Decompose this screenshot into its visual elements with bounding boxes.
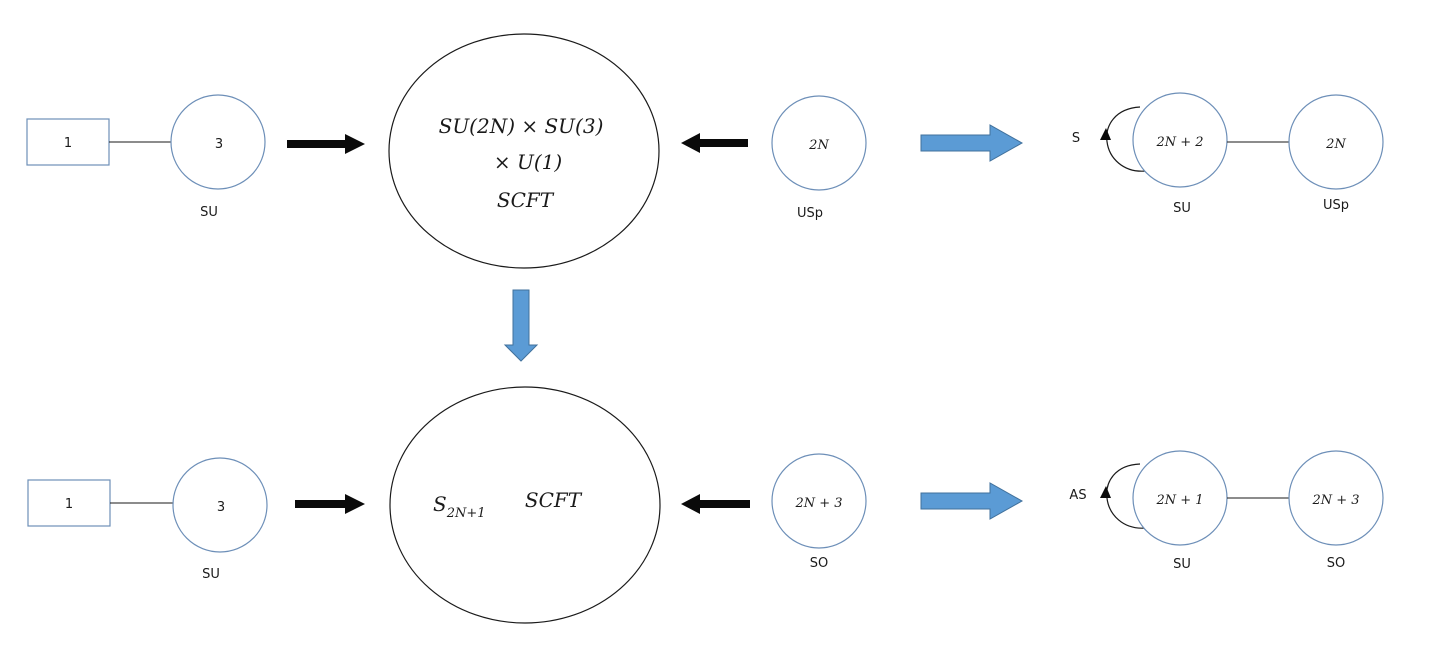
- top-su-node: [170, 94, 266, 190]
- bottom-su-group-label: SU: [202, 567, 220, 582]
- top-result-quiver: S 2N + 2 SU 2N USp: [1072, 92, 1384, 216]
- top-scft-line2: × U(1): [494, 150, 562, 174]
- top-result-su-node-label: 2N + 2: [1155, 135, 1203, 150]
- top-result-su-node: [1132, 92, 1228, 188]
- top-flavor-box-label: 1: [64, 136, 72, 151]
- bottom-so-node-label: 2N + 3: [794, 496, 842, 511]
- bottom-result-so-group-label: SO: [1327, 556, 1345, 571]
- bottom-result-quiver: AS 2N + 1 SU 2N + 3 SO: [1069, 450, 1384, 572]
- top-result-loop: [1106, 106, 1147, 172]
- bottom-result-su-group-label: SU: [1173, 557, 1191, 572]
- bottom-result-so-node-label: 2N + 3: [1311, 493, 1359, 508]
- top-result-loop-arrowhead: [1100, 128, 1111, 140]
- top-scft-line1: SU(2N) × SU(3): [439, 114, 604, 138]
- bottom-result-su-node-label: 2N + 1: [1155, 493, 1203, 508]
- bottom-row: 1 3 SU S2N+1 SCFT 2N + 3 SO AS 2N + 1 SU: [27, 386, 1384, 624]
- top-usp-group-label: USp: [797, 206, 823, 221]
- top-scft-blob: [388, 33, 660, 269]
- top-flavor-box: [26, 118, 110, 166]
- top-row: 1 3 SU SU(2N) × SU(3) × U(1) SCFT 2N USp: [26, 33, 1384, 269]
- bottom-su-node-label: 3: [217, 500, 225, 515]
- top-right-black-arrow: [681, 133, 748, 153]
- bottom-flavor-box-label: 1: [65, 497, 73, 512]
- top-left-black-arrow: [287, 134, 365, 154]
- bottom-result-loop-arrowhead: [1100, 486, 1111, 498]
- top-result-usp-node: [1288, 94, 1384, 190]
- bottom-scft-symbol: S2N+1: [433, 492, 486, 521]
- bottom-scft-sub: 2N+1: [446, 506, 486, 521]
- bottom-right-black-arrow: [681, 494, 750, 514]
- bottom-scft-label: SCFT: [525, 488, 583, 512]
- top-scft-line3: SCFT: [497, 188, 555, 212]
- top-result-usp-node-label: 2N: [1325, 137, 1346, 152]
- top-usp-node-label: 2N: [808, 138, 829, 153]
- bottom-flavor-box: [27, 479, 111, 527]
- bottom-scft-blob: [389, 386, 661, 624]
- top-su-group-label: SU: [200, 205, 218, 220]
- top-result-su-group-label: SU: [1173, 201, 1191, 216]
- bottom-result-so-node: [1288, 450, 1384, 546]
- top-result-usp-group-label: USp: [1323, 198, 1349, 213]
- bottom-so-group-label: SO: [810, 556, 828, 571]
- top-usp-node: [771, 95, 867, 191]
- bottom-so-node: [771, 453, 867, 549]
- bottom-left-black-arrow: [295, 494, 365, 514]
- top-result-loop-label: S: [1072, 131, 1080, 146]
- vertical-blue-arrow: [503, 289, 539, 362]
- bottom-scft-main: S: [433, 492, 447, 516]
- bottom-result-loop: [1106, 463, 1147, 529]
- top-su-node-label: 3: [215, 137, 223, 152]
- top-blue-arrow: [920, 124, 1024, 162]
- bottom-su-node: [172, 457, 268, 553]
- bottom-blue-arrow: [920, 482, 1024, 520]
- bottom-result-loop-label: AS: [1069, 488, 1086, 503]
